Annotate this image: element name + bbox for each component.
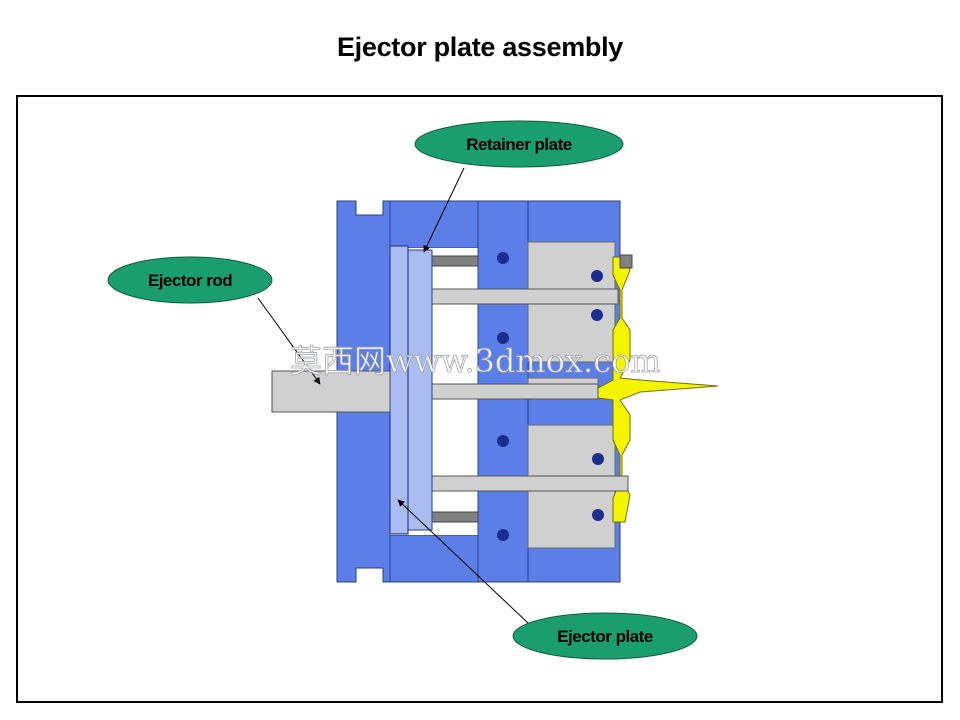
callout-ejector-rod: Ejector rod	[107, 256, 273, 304]
return-pin-bottom	[431, 511, 479, 523]
ejector-plate	[389, 245, 409, 535]
retainer-plate-label: Retainer plate	[466, 135, 571, 154]
ejector-pin-top	[417, 288, 619, 305]
retainer-plate-leader-arrow	[423, 167, 465, 253]
bolt-icon	[591, 309, 603, 321]
ejector-rod-leader-arrow	[257, 297, 321, 385]
callout-retainer-plate: Retainer plate	[414, 120, 624, 168]
ejector-plate-leader-arrow	[397, 499, 529, 624]
bolt-icon	[592, 509, 604, 521]
watermark: 莫西网www.3dmox.com	[290, 342, 661, 380]
ejector-pin-middle	[417, 383, 599, 400]
page-title: Ejector plate assembly	[336, 32, 624, 62]
ejector-rod-label: Ejector rod	[148, 271, 232, 290]
return-pin-top	[431, 255, 479, 267]
bolt-icon	[497, 332, 509, 344]
bolt-icon	[497, 435, 509, 447]
ejector-plate-label: Ejector plate	[557, 627, 653, 646]
ejector-pin-bottom	[417, 475, 629, 492]
diagram-frame	[16, 95, 943, 703]
ejector-rod	[271, 370, 391, 413]
bolt-icon	[591, 270, 603, 282]
bolt-icon	[497, 252, 509, 264]
bolt-icon	[592, 453, 604, 465]
bolt-icon	[497, 529, 509, 541]
retainer-plate	[406, 249, 433, 531]
return-pin-top-end	[619, 254, 633, 269]
callout-ejector-plate: Ejector plate	[512, 612, 698, 660]
